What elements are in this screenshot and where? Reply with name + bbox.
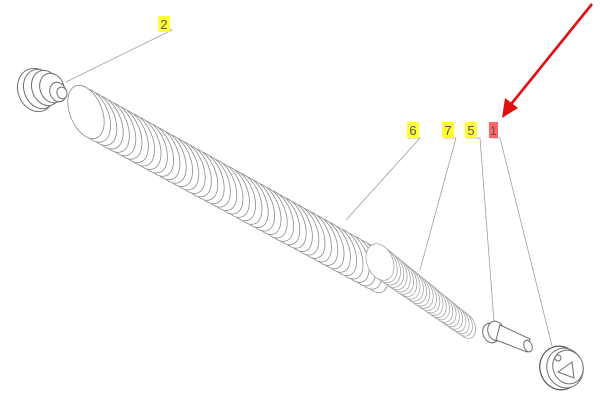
callout-2-label: 2 xyxy=(160,17,167,32)
end-cap-left xyxy=(16,67,68,113)
callout-6: 6 xyxy=(407,122,419,138)
callout-5: 5 xyxy=(465,122,477,138)
callout-5-label: 5 xyxy=(467,123,474,138)
coil-turn xyxy=(365,243,395,281)
callout-7-highlight xyxy=(442,122,454,138)
end-cap-right xyxy=(539,345,584,391)
callout-1-label: 1 xyxy=(490,124,497,138)
callout-7-label: 7 xyxy=(444,123,451,138)
large-coil-spring xyxy=(67,84,389,294)
callout-6-label: 6 xyxy=(409,123,416,138)
callout-6-highlight xyxy=(407,122,419,138)
callout-7: 7 xyxy=(442,122,454,138)
bolt-pin xyxy=(482,320,533,353)
red-pointer-arrow xyxy=(502,3,594,118)
coil-turn xyxy=(67,84,105,140)
callout-2-highlight xyxy=(158,16,170,32)
callout-2: 2 xyxy=(158,16,170,32)
small-coil-spring xyxy=(365,243,477,339)
callout-1-highlight xyxy=(489,122,498,138)
callout-1: 1 xyxy=(489,122,498,138)
leader-lines xyxy=(65,29,553,347)
callout-5-highlight xyxy=(465,122,477,138)
